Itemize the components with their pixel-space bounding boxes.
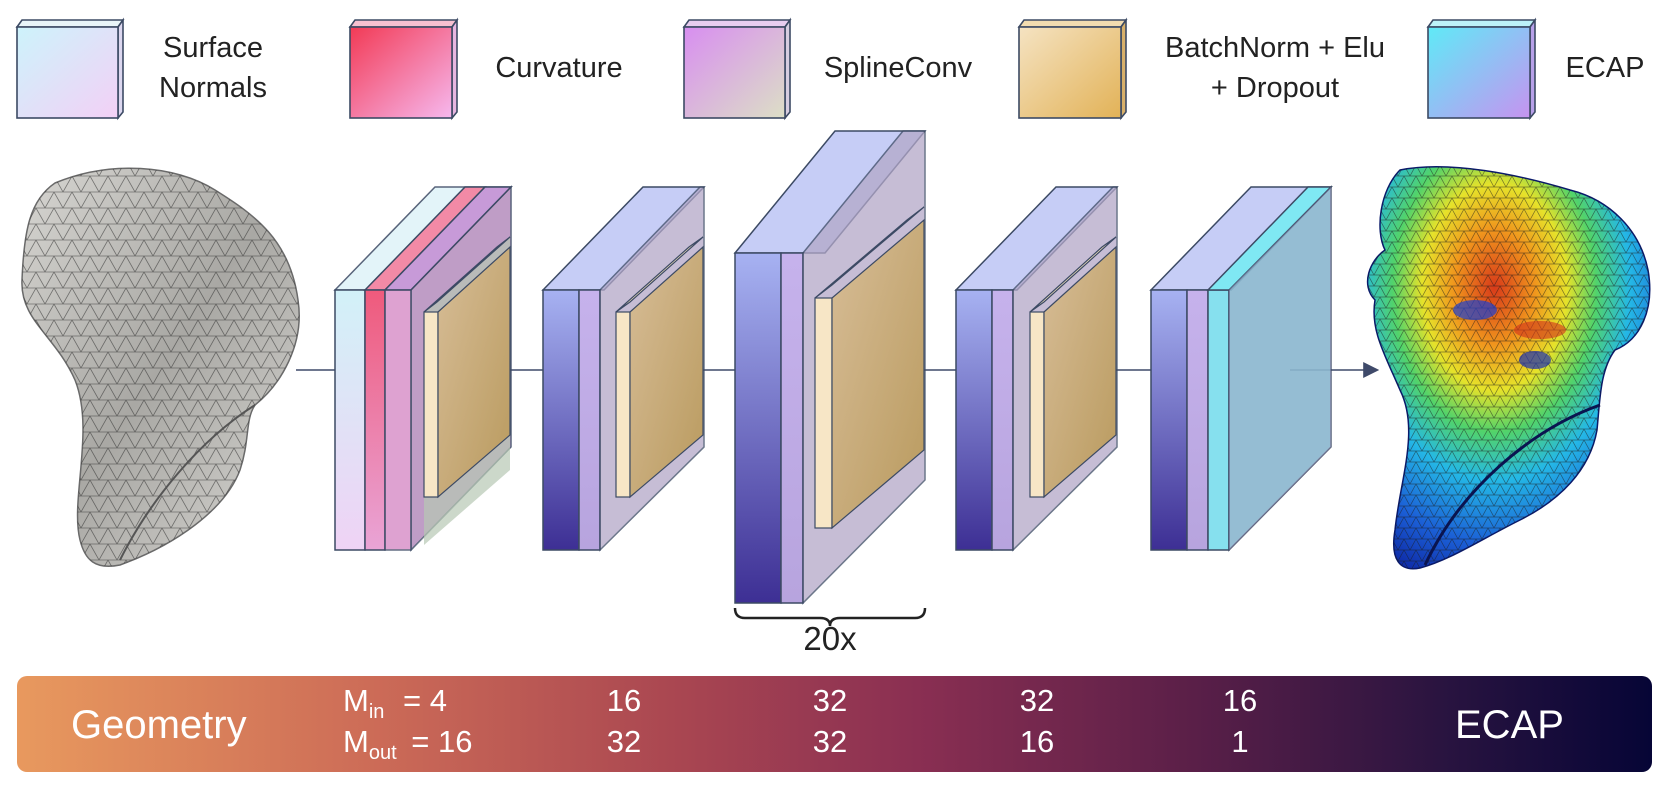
m-out-value: 16 bbox=[1019, 724, 1055, 759]
m-out-label: Mout = 16 bbox=[343, 724, 473, 764]
bar-geometry-label: Geometry bbox=[71, 703, 247, 747]
brace-icon bbox=[733, 607, 927, 627]
m-in-value: 32 bbox=[812, 683, 848, 718]
conv-layer-block-4 bbox=[954, 186, 1119, 552]
m-out-value: 32 bbox=[812, 724, 848, 759]
conv-layer-block-3 bbox=[733, 130, 927, 605]
input-mesh-icon bbox=[21, 167, 300, 567]
m-in-value: 16 bbox=[606, 683, 642, 718]
bar-ecap-label: ECAP bbox=[1455, 703, 1564, 747]
m-out-value: 1 bbox=[1231, 724, 1249, 759]
legend-ecap-label: ECAP bbox=[1565, 52, 1645, 84]
legend-batchnorm-icon bbox=[1017, 17, 1128, 121]
legend-splineconv-label: SplineConv bbox=[823, 52, 973, 84]
repeat-label: 20x bbox=[803, 620, 857, 657]
legend-ecap-icon bbox=[1426, 17, 1537, 121]
channel-bar bbox=[17, 676, 1652, 772]
output-layer-block bbox=[1149, 185, 1333, 552]
legend-splineconv-icon bbox=[682, 17, 792, 121]
m-in-value: 16 bbox=[1222, 683, 1258, 718]
m-in-value: 32 bbox=[1019, 683, 1055, 718]
legend-surface-normals-label: Surface Normals bbox=[159, 32, 267, 104]
legend-curvature-icon bbox=[348, 17, 459, 121]
legend-curvature-label: Curvature bbox=[495, 52, 623, 84]
m-out-value: 32 bbox=[606, 724, 642, 759]
legend-batchnorm-label: BatchNorm + Elu + Dropout bbox=[1164, 32, 1385, 104]
conv-layer-block-2 bbox=[541, 186, 706, 552]
output-ecap-mesh-icon bbox=[1366, 166, 1651, 570]
input-layer-block bbox=[333, 185, 513, 552]
legend-surface-normals-icon bbox=[15, 17, 125, 121]
m-in-label: Min = 4 bbox=[343, 683, 447, 723]
